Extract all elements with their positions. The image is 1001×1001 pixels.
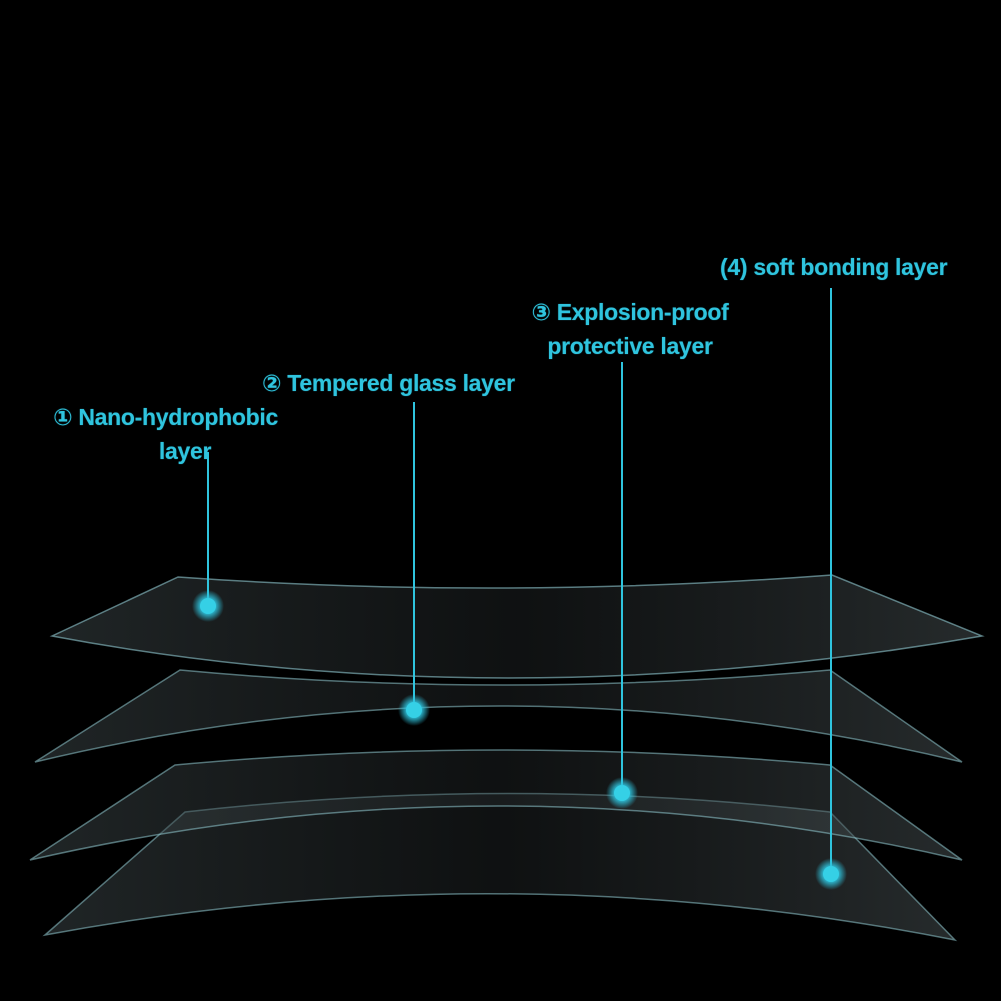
layer-label-4-line1: (4) soft bonding layer (720, 250, 948, 284)
layer-label-2-line1: ② Tempered glass layer (262, 366, 515, 400)
layer-label-3-line1: ③ Explosion-proof (510, 295, 750, 329)
marker-dot-1 (192, 590, 224, 622)
sheet-nano-hydrophobic (49, 574, 985, 679)
layer-name-2: Tempered glass layer (287, 370, 515, 396)
layer-label-1-line2: layer (158, 438, 212, 464)
layer-label-1: ① Nano-hydrophobic layer (32, 400, 278, 468)
layer-label-2: ② Tempered glass layer (262, 366, 515, 400)
layer-name-4: soft bonding layer (753, 254, 948, 280)
marker-dot-3 (606, 777, 638, 809)
marker-dot-4 (815, 858, 847, 890)
layer-number-4: (4) (720, 254, 748, 280)
layer-label-3: ③ Explosion-proof protective layer (510, 295, 750, 363)
layer-label-3-line2: protective layer (547, 333, 713, 359)
layer-label-1-line1: ① Nano-hydrophobic (32, 400, 278, 434)
sheet-explosion-proof (29, 749, 963, 861)
layer-name-3: Explosion-proof (556, 299, 729, 325)
sheet-tempered-glass (34, 669, 963, 763)
layer-number-2: ② (262, 370, 282, 396)
layer-number-3: ③ (531, 299, 551, 325)
layer-label-4: (4) soft bonding layer (720, 250, 948, 284)
marker-dot-2 (398, 694, 430, 726)
layer-number-1: ① (53, 404, 73, 430)
layer-name-1: Nano-hydrophobic (78, 404, 278, 430)
